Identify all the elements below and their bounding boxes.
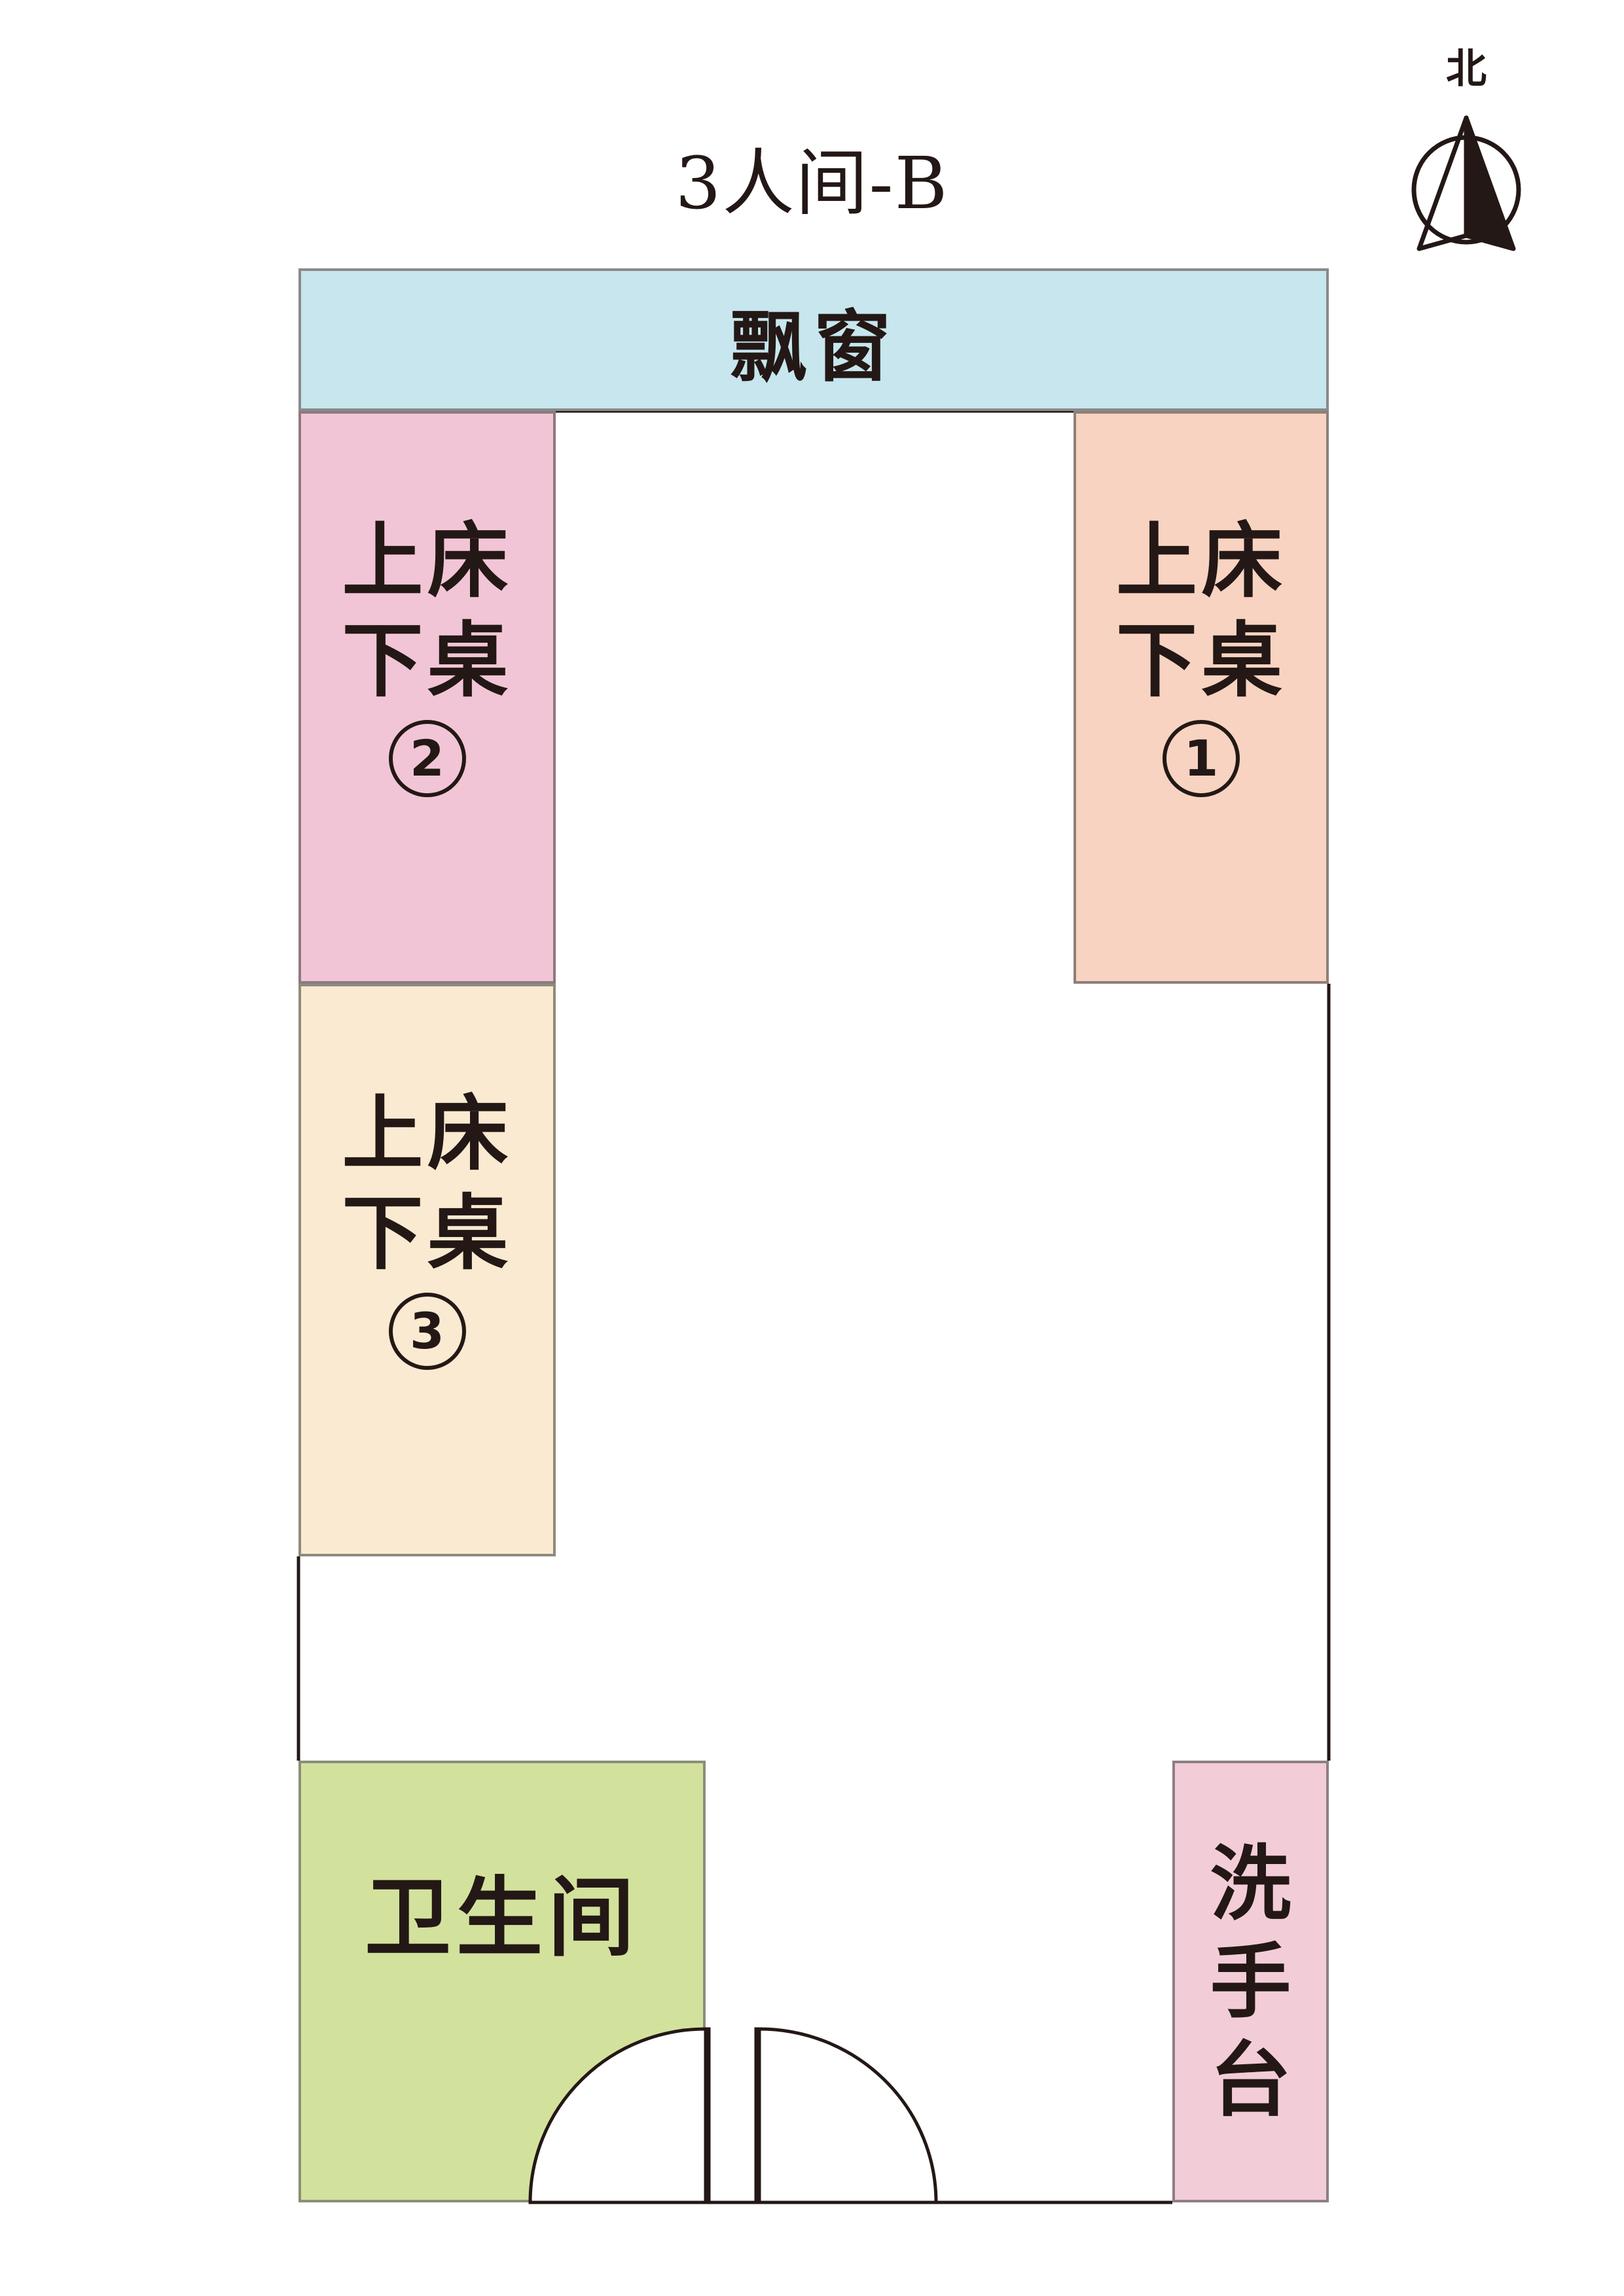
bed-1-number: 1	[1163, 720, 1240, 797]
bed-3-line1: 上床	[342, 1087, 513, 1181]
bed-desk-3: 上床 下桌 3	[298, 984, 556, 1556]
bed-3-number: 3	[388, 1293, 466, 1370]
bed-1-line1: 上床	[1115, 514, 1286, 609]
bed-desk-1: 上床 下桌 1	[1074, 411, 1329, 984]
bathroom-door-swing	[528, 2027, 708, 2204]
bathroom-label: 卫生间	[365, 1868, 640, 1969]
bay-window: 飘窗	[298, 268, 1329, 411]
bay-window-label: 飘窗	[729, 301, 897, 392]
entrance-door-leaf	[754, 2027, 761, 2204]
bathroom-door-leaf	[704, 2027, 711, 2204]
sink-label-char-2: 手	[1210, 1935, 1291, 2030]
sink: 洗 手 台	[1172, 1761, 1329, 2202]
entrance-door-swing	[757, 2027, 938, 2204]
sink-label-char-3: 台	[1210, 2034, 1291, 2128]
sink-label-char-1: 洗	[1210, 1837, 1291, 1931]
bed-2-number: 2	[388, 720, 466, 797]
bed-2-line2: 下桌	[342, 614, 513, 708]
bed-desk-2: 上床 下桌 2	[298, 411, 556, 984]
floor-plan-title: 3人间-B	[675, 141, 949, 225]
north-arrow-icon	[1411, 115, 1521, 251]
bed-2-line1: 上床	[342, 514, 513, 609]
north-label: 北	[1445, 45, 1487, 92]
bed-1-line2: 下桌	[1115, 614, 1286, 708]
bed-3-line2: 下桌	[342, 1187, 513, 1281]
